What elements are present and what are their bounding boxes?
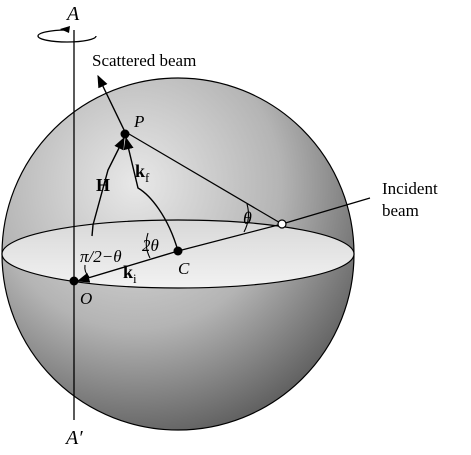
scattered-beam-arrow xyxy=(97,74,127,135)
vector-ki-label: ki xyxy=(123,262,137,286)
entry-to-p-line xyxy=(128,133,283,225)
axis-bottom-label: A′ xyxy=(64,427,83,449)
vector-ki-main: k xyxy=(123,262,133,282)
vector-h-arrow xyxy=(91,136,125,237)
vector-kf-arrow xyxy=(123,136,179,252)
incident-beam-line xyxy=(281,197,371,225)
entry-to-center-line xyxy=(177,223,283,252)
point-p xyxy=(120,129,130,139)
theta-angle-label: θ xyxy=(243,208,252,228)
theta-angle-arc xyxy=(243,203,249,233)
point-c-label: C xyxy=(178,259,190,278)
two-theta-angle-label: 2θ xyxy=(142,236,159,255)
incident-beam-label-line2: beam xyxy=(382,201,419,220)
rotation-arrow-icon xyxy=(37,26,97,43)
point-p-label: P xyxy=(133,112,144,131)
point-c xyxy=(173,246,183,256)
vector-ki-sub: i xyxy=(133,271,137,286)
vector-ki-arrow xyxy=(76,250,179,283)
scattered-beam-label: Scattered beam xyxy=(92,51,196,70)
point-o xyxy=(69,276,79,286)
half-pi-minus-theta-label: π/2−θ xyxy=(80,247,122,266)
incident-beam-label-line1: Incident xyxy=(382,179,438,198)
two-theta-angle-arc xyxy=(145,232,151,259)
vector-h-label: H xyxy=(96,175,110,195)
axis-top-label: A xyxy=(65,3,80,25)
beam-entry-point xyxy=(277,219,287,229)
half-pi-angle-arc xyxy=(84,264,90,278)
vector-kf-sub: f xyxy=(145,170,150,185)
point-o-label: O xyxy=(80,289,92,308)
vector-kf-label: kf xyxy=(135,161,150,185)
vector-kf-main: k xyxy=(135,161,145,181)
